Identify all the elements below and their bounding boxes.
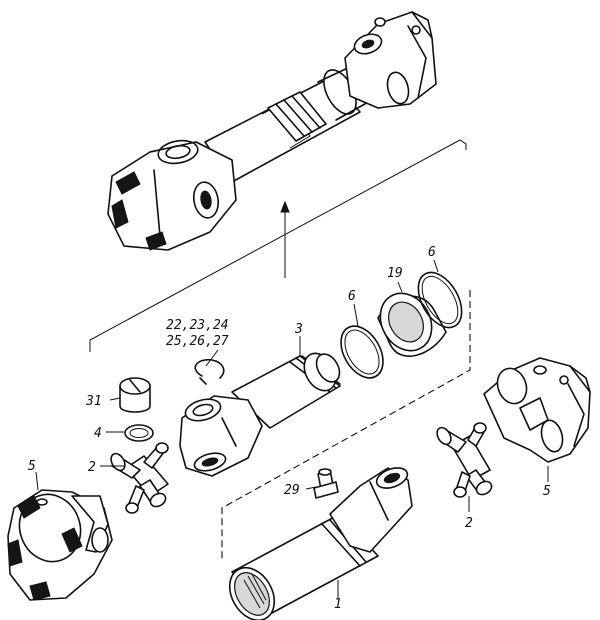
seal-ring-left xyxy=(340,325,384,379)
label-bearing-cap: 31 xyxy=(85,394,102,409)
flange-yoke-left xyxy=(7,489,113,601)
label-ref-line-1: 22,23,24 xyxy=(166,318,229,333)
seal-ring-right xyxy=(417,271,463,329)
assembled-left-yoke xyxy=(107,139,237,251)
flange-yoke-right xyxy=(483,357,591,463)
label-spider-left: 2 xyxy=(88,460,96,475)
label-flange-left: 5 xyxy=(28,459,36,474)
label-spider-right: 2 xyxy=(465,516,473,531)
bearing-cap xyxy=(119,377,151,413)
label-ring-right: 6 xyxy=(428,245,436,260)
label-ring-left: 6 xyxy=(348,289,356,304)
label-grease-nipple: 29 xyxy=(284,483,300,498)
label-flange-right: 5 xyxy=(543,484,551,499)
assembled-tube xyxy=(204,65,373,183)
grease-nipple xyxy=(313,468,339,499)
snap-ring xyxy=(194,358,225,385)
label-ref-line-2: 25,26,27 xyxy=(166,334,229,349)
assembled-right-yoke xyxy=(344,11,437,109)
dust-cover xyxy=(377,292,447,357)
leader-lines xyxy=(35,259,549,598)
label-shaft: 1 xyxy=(334,597,342,612)
slip-yoke-spline-shaft xyxy=(179,352,341,477)
exploded-group-outline xyxy=(221,290,471,560)
circlip xyxy=(124,424,154,442)
assembly-bracket-upper xyxy=(89,139,467,352)
label-dust-cover: 19 xyxy=(387,266,403,281)
callout-labels: 1 2 2 3 4 5 5 6 6 19 22,23,24 25,26,27 2… xyxy=(28,245,551,612)
slip-tube-yoke xyxy=(228,467,413,620)
label-circlip: 4 xyxy=(94,426,102,441)
universal-joint-spider-right xyxy=(436,422,493,498)
assembled-drive-shaft xyxy=(107,11,437,251)
label-yoke-shaft: 3 xyxy=(294,322,303,337)
universal-joint-spider-left xyxy=(110,442,169,514)
